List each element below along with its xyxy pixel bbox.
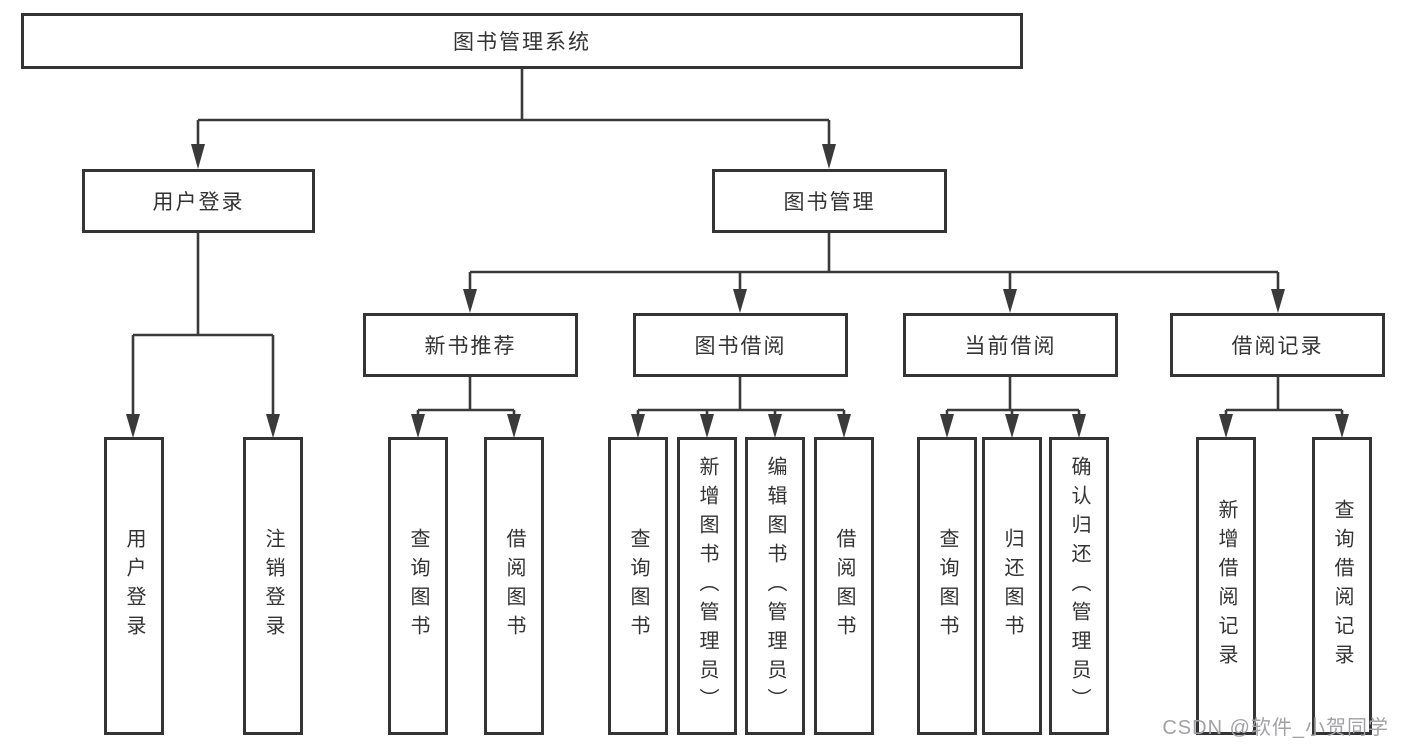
node-label: 用户登录: [152, 191, 245, 214]
arrowheads: [126, 144, 1349, 438]
node-label: 新增图书（管理员）: [696, 455, 718, 717]
node-label: 借阅图书: [833, 528, 855, 644]
node-label: 新增借阅记录: [1215, 499, 1237, 673]
node-label: 归还图书: [1001, 528, 1023, 644]
csdn-watermark: CSDN @软件_小贺同学: [1162, 717, 1389, 739]
node-label: 图书借阅: [694, 335, 787, 358]
node-label: 新书推荐: [424, 335, 517, 358]
leaf-add-borrow-record: 新增借阅记录: [1196, 437, 1256, 735]
leaf-query-books-current: 查询图书: [917, 437, 977, 735]
node-user-login: 用户登录: [82, 169, 315, 233]
node-label: 当前借阅: [964, 335, 1057, 358]
leaf-user-login: 用户登录: [104, 437, 164, 735]
node-label: 注销登录: [262, 528, 284, 644]
node-book-borrowing: 图书借阅: [633, 313, 848, 377]
node-label: 查询图书: [627, 528, 649, 644]
leaf-borrow-books-recommend: 借阅图书: [484, 437, 544, 735]
node-label: 编辑图书（管理员）: [764, 455, 786, 717]
node-label: 确认归还（管理员）: [1068, 455, 1090, 717]
node-label: 查询借阅记录: [1331, 499, 1353, 673]
node-label: 图书管理系统: [453, 31, 591, 54]
leaf-logout: 注销登录: [243, 437, 303, 735]
leaf-add-books-admin: 新增图书（管理员）: [677, 437, 737, 735]
leaf-confirm-return-admin: 确认归还（管理员）: [1049, 437, 1109, 735]
leaf-query-borrow-record: 查询借阅记录: [1312, 437, 1372, 735]
leaf-return-books: 归还图书: [982, 437, 1042, 735]
node-borrowing-records: 借阅记录: [1170, 313, 1385, 377]
node-label: 查询图书: [407, 528, 429, 644]
node-label: 借阅图书: [503, 528, 525, 644]
node-label: 图书管理: [783, 191, 876, 214]
node-book-management: 图书管理: [712, 169, 947, 233]
node-label: 借阅记录: [1231, 335, 1324, 358]
leaf-query-books-recommend: 查询图书: [388, 437, 448, 735]
node-label: 查询图书: [936, 528, 958, 644]
node-label: 用户登录: [123, 528, 145, 644]
node-new-book-recommendation: 新书推荐: [363, 313, 578, 377]
leaf-borrow-books: 借阅图书: [814, 437, 874, 735]
leaf-query-books-borrowing: 查询图书: [608, 437, 668, 735]
node-current-borrowing: 当前借阅: [903, 313, 1118, 377]
node-library-management-system: 图书管理系统: [21, 13, 1023, 69]
leaf-edit-books-admin: 编辑图书（管理员）: [745, 437, 805, 735]
